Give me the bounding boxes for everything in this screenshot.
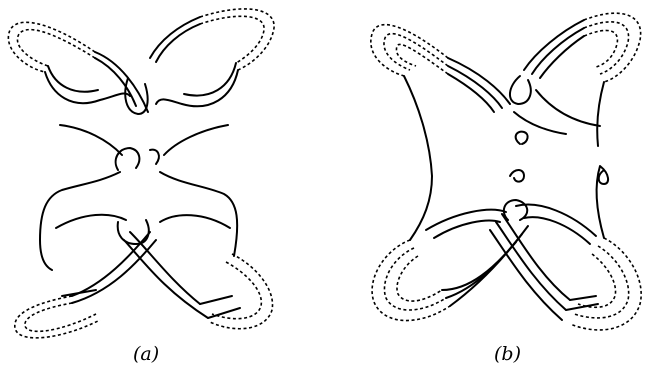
- panel-b-strand: [403, 75, 433, 241]
- panel-b-bottom-right-dashed-lobe: [569, 237, 642, 331]
- panel-b-bottom-right-dashed-lobe-3: [577, 253, 617, 309]
- panel-a-strand: [199, 295, 233, 305]
- panel-b-strand: [447, 57, 511, 105]
- panel-b-strand: [495, 221, 567, 311]
- panel-b-strand: [441, 241, 517, 291]
- panel-a-bottom-left-dashed-lobe-inner: [24, 302, 97, 333]
- panel-a-strand: [55, 213, 127, 229]
- panel-b-bottom-left-dashed-lobe-3: [396, 255, 443, 302]
- panel-a-diagram: [7, 8, 275, 339]
- panel-a-strand: [44, 71, 131, 105]
- panel-a-strand: [159, 214, 231, 229]
- panel-a-strand: [116, 219, 150, 245]
- panel-a-strand: [71, 239, 157, 304]
- panel-a-strand: [94, 57, 137, 107]
- panel-b-top-left-dashed-lobe: [370, 24, 449, 77]
- panel-a-strand: [183, 62, 237, 97]
- panel-a-strand: [149, 148, 160, 165]
- panel-b-bottom-left-dashed-lobe: [371, 239, 451, 322]
- panel-a-strand: [59, 124, 123, 156]
- panel-a-strand: [155, 23, 201, 63]
- panel-b-diagram: [370, 12, 642, 331]
- panel-a-strand: [149, 16, 201, 59]
- panel-a-strand: [129, 231, 201, 305]
- panel-a-bottom-right-dashed-lobe: [209, 253, 274, 330]
- panel-b-strand: [515, 203, 597, 237]
- caption-panel-b: (b): [494, 343, 521, 365]
- panel-a-strand: [155, 69, 239, 108]
- panel-a-top-right-dashed-lobe-inner: [199, 15, 265, 64]
- panel-a-top-left-dashed-lobe: [7, 21, 96, 73]
- panel-a-strand: [207, 307, 241, 319]
- panel-b-top-left-dashed-lobe-3: [395, 43, 449, 75]
- panel-b-top-right-dashed-lobe: [583, 12, 642, 83]
- panel-a-top-left-dashed-lobe-inner: [16, 28, 96, 67]
- panel-b-top-right-dashed-lobe-3: [583, 29, 619, 68]
- panel-a-strand: [94, 51, 149, 113]
- panel-b-strand: [447, 65, 503, 109]
- panel-b-strand: [596, 81, 605, 147]
- panel-a-strand: [61, 289, 97, 297]
- panel-a-bottom-right-dashed-lobe-inner: [211, 261, 263, 320]
- panel-b-strand: [539, 35, 585, 79]
- panel-b-strand: [509, 75, 532, 105]
- panel-a-strand: [39, 171, 121, 271]
- panel-a-bottom-left-dashed-lobe: [14, 295, 101, 339]
- panel-b-strand: [449, 225, 529, 307]
- caption-panel-a: (a): [133, 343, 160, 365]
- panel-b-strand: [447, 73, 495, 113]
- panel-b-strand: [535, 89, 601, 127]
- panel-b-strand: [425, 208, 507, 231]
- panel-a-strand: [159, 171, 239, 257]
- panel-b-strand: [509, 169, 525, 183]
- panel-b-strand: [501, 213, 571, 301]
- panel-a-top-right-dashed-lobe: [199, 8, 275, 71]
- panel-b-strand: [523, 19, 585, 71]
- panel-b-top-left-dashed-lobe-2: [383, 33, 449, 71]
- panel-b-strand: [502, 199, 529, 221]
- panel-b-strand: [565, 303, 599, 311]
- panel-b-strand: [514, 130, 529, 145]
- panel-a-strand: [47, 65, 99, 93]
- panel-b-strand: [569, 295, 597, 301]
- panel-b-strand: [531, 27, 585, 75]
- panel-b-top-right-dashed-lobe-2: [583, 21, 630, 75]
- panel-b-strand: [513, 111, 567, 135]
- panel-a-strand: [124, 77, 149, 115]
- panel-b-bottom-left-dashed-lobe-2: [383, 247, 447, 311]
- panel-b-strand: [523, 216, 591, 245]
- panel-b-strand: [489, 229, 563, 321]
- panel-b-strand: [595, 165, 610, 239]
- panel-a-strand: [114, 147, 141, 171]
- panel-a-strand: [123, 239, 209, 319]
- panel-a-strand: [163, 124, 229, 156]
